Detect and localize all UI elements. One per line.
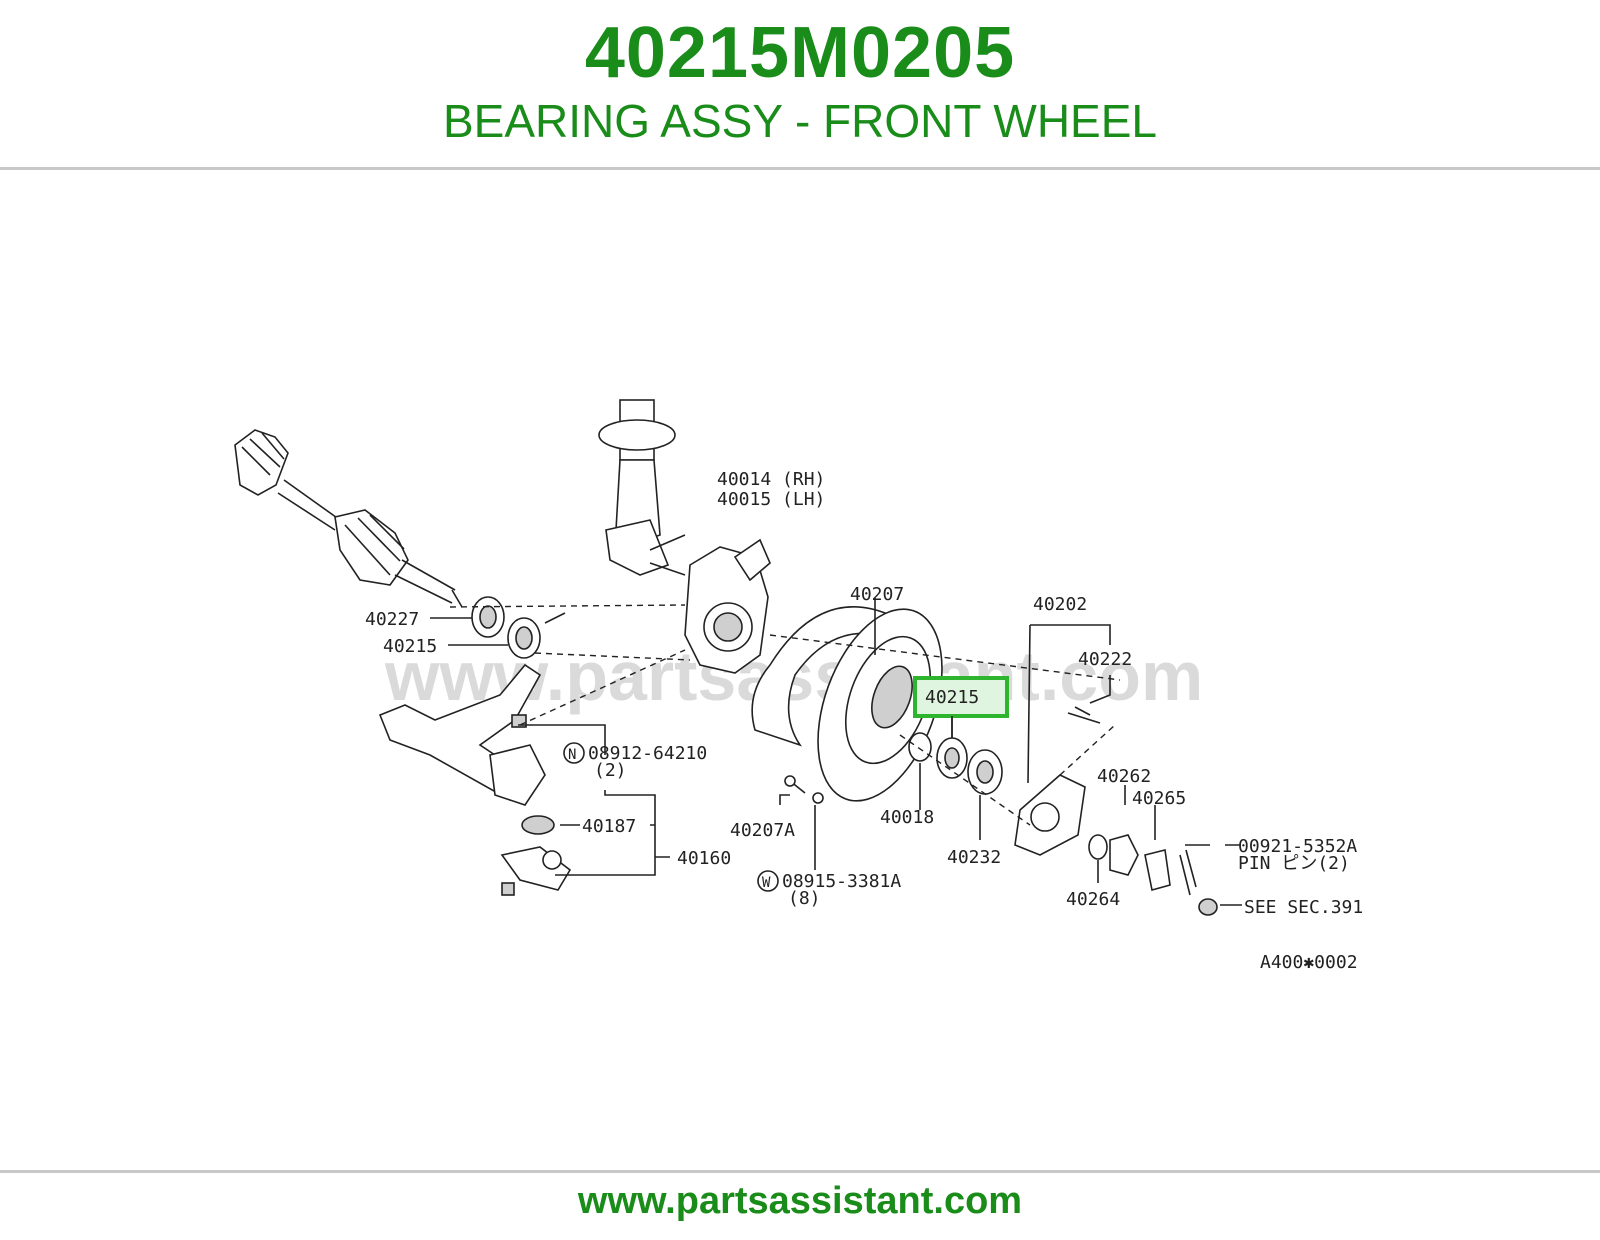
part-number-title: 40215M0205 <box>584 13 1016 93</box>
label-40215-left: 40215 <box>383 636 437 657</box>
hub-illustration <box>1014 706 1101 856</box>
nut-n-letter: N <box>568 747 576 763</box>
label-washer-qty: (8) <box>788 888 821 909</box>
label-08915-3381a: 08915-3381A <box>782 871 901 892</box>
label-pin: PIN ピン(2) <box>1238 853 1350 874</box>
label-40187: 40187 <box>582 816 636 837</box>
footer-website-link[interactable]: www.partsassistant.com <box>577 1180 1023 1222</box>
label-40018: 40018 <box>880 807 934 828</box>
label-see-sec-391: SEE SEC.391 <box>1244 897 1363 918</box>
knuckle-illustration <box>684 538 771 674</box>
washer-w-badge <box>757 870 779 892</box>
drive-shaft-illustration <box>234 429 463 608</box>
label-40014-rh: 40014 (RH) <box>717 469 825 490</box>
label-40264: 40264 <box>1066 889 1120 910</box>
bottom-divider <box>0 1170 1600 1173</box>
highlight-box-40215[interactable] <box>913 676 1009 718</box>
label-40262: 40262 <box>1097 766 1151 787</box>
label-40015-lh: 40015 (LH) <box>717 489 825 510</box>
parts-diagram: www.partsassistant.com <box>180 335 1420 1015</box>
axle-nut-illustration <box>1088 834 1218 916</box>
label-40227: 40227 <box>365 609 419 630</box>
label-40207a: 40207A <box>730 820 795 841</box>
strut-illustration <box>598 399 686 576</box>
label-40222: 40222 <box>1078 649 1132 670</box>
label-40265: 40265 <box>1132 788 1186 809</box>
label-00921-5352a: 00921-5352A <box>1238 836 1357 857</box>
ball-joint-illustration <box>500 815 572 896</box>
lower-arm-illustration <box>378 663 546 806</box>
label-drawing-code: A400✱0002 <box>1260 952 1358 973</box>
label-40215-highlight[interactable]: 40215 <box>925 687 979 708</box>
inner-bearings-illustration <box>471 596 566 659</box>
outer-bearings-illustration <box>908 732 1003 795</box>
label-40160: 40160 <box>677 848 731 869</box>
top-divider <box>0 167 1600 170</box>
label-40202: 40202 <box>1033 594 1087 615</box>
label-40207: 40207 <box>850 584 904 605</box>
label-nut-qty: (2) <box>594 760 627 781</box>
header: 40215M0205 BEARING ASSY - FRONT WHEEL <box>0 0 1600 168</box>
label-08912-64210: 08912-64210 <box>588 743 707 764</box>
nut-n-badge <box>563 742 585 764</box>
leader-lines <box>430 598 1242 906</box>
parts-diagram-svg: www.partsassistant.com <box>234 399 1363 973</box>
assembly-dash-lines <box>449 604 1121 826</box>
washer-w-letter: W <box>762 875 771 891</box>
bolts-illustration <box>784 775 824 804</box>
label-40232: 40232 <box>947 847 1001 868</box>
part-name-subtitle: BEARING ASSY - FRONT WHEEL <box>442 95 1157 147</box>
